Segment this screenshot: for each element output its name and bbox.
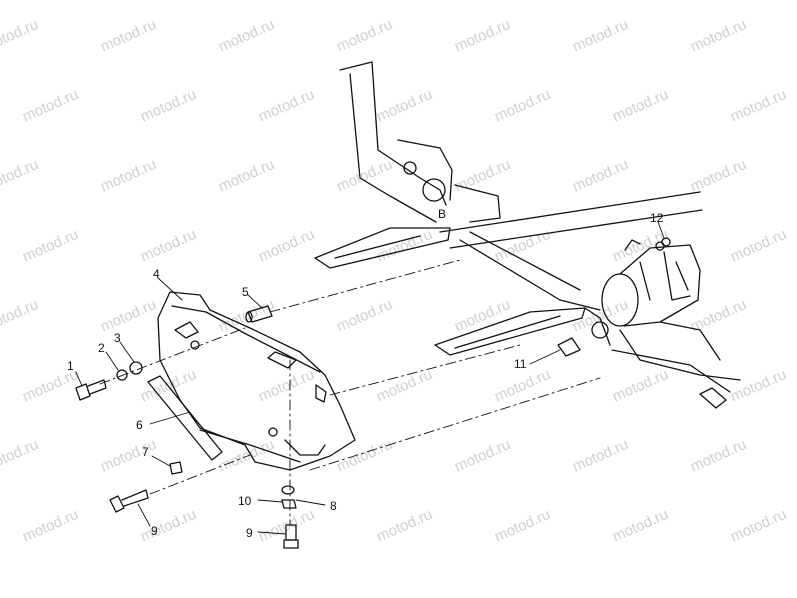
cross-tube <box>439 191 703 311</box>
callout-2: 2 <box>98 341 105 355</box>
nut-part-10 <box>281 499 297 509</box>
washer-part-8 <box>281 485 295 495</box>
chain-guard <box>157 291 356 471</box>
washer-part-2 <box>116 369 128 381</box>
callout-numbers: 1 2 3 4 5 6 7 8 9 10 9 11 12 <box>67 211 664 540</box>
pin-part <box>245 305 273 323</box>
assembly-lines <box>99 259 601 526</box>
callout-11: 11 <box>514 357 527 371</box>
callout-9-lower: 9 <box>246 526 253 540</box>
callout-6: 6 <box>136 418 143 432</box>
callout-10: 10 <box>238 494 252 508</box>
lower-footrest-bracket <box>434 307 611 356</box>
callout-9-left: 9 <box>151 524 158 538</box>
callout-7: 7 <box>142 445 149 459</box>
callout-3: 3 <box>114 331 121 345</box>
flat-bar <box>147 375 223 461</box>
svg-text:B: B <box>438 207 446 221</box>
rivet-part-7 <box>169 461 183 475</box>
callout-4: 4 <box>153 267 160 281</box>
nut-part-12 <box>661 237 671 247</box>
bolt-part-1 <box>75 379 107 401</box>
callout-1: 1 <box>67 359 74 373</box>
clip-part-11 <box>557 337 581 357</box>
callout-12: 12 <box>650 211 664 225</box>
bolt-part-9-left <box>109 489 149 513</box>
leader-lines <box>75 221 665 535</box>
upper-footrest-bracket <box>314 227 451 269</box>
callout-8: 8 <box>330 499 337 513</box>
frame-upright: B <box>339 61 501 223</box>
bolt-part-9-lower <box>283 524 299 549</box>
right-housing <box>601 239 741 409</box>
callout-5: 5 <box>242 285 249 299</box>
